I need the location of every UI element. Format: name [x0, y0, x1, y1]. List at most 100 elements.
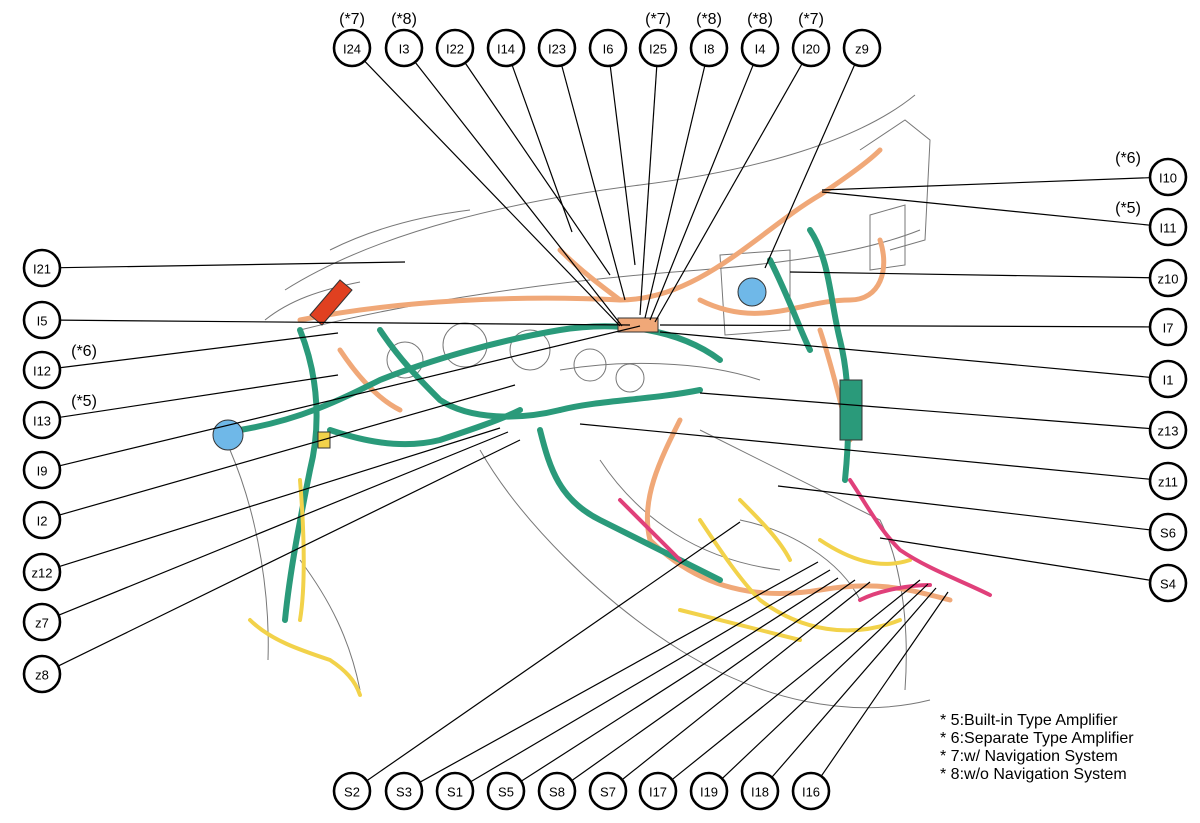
callout-label: I24 [343, 42, 361, 57]
callout-note: (*8) [747, 11, 773, 28]
leader-s5 [520, 577, 839, 782]
callout-i13[interactable]: I13(*5) [22, 393, 97, 440]
callout-i24[interactable]: I24 (*7) [332, 11, 372, 68]
callout-i18[interactable]: I18 [740, 771, 780, 811]
callout-s5[interactable]: S5 [486, 771, 526, 811]
callout-circle [22, 300, 62, 340]
leader-s8 [571, 579, 856, 782]
callout-circle [1148, 207, 1188, 247]
callout-label: S1 [447, 785, 463, 800]
callout-i3[interactable]: I3(*8) [384, 11, 424, 68]
callout-label: z13 [1158, 424, 1179, 439]
callout-circle [791, 28, 831, 68]
callout-z8[interactable]: z8 [22, 654, 62, 694]
leader-i12 [59, 332, 339, 369]
callout-i2[interactable]: I2 [22, 500, 62, 540]
leader-i7 [659, 324, 1151, 328]
callout-label: I14 [497, 42, 515, 57]
legend: * 5:Built-in Type Amplifier * 6:Separate… [940, 712, 1134, 783]
callout-i25[interactable]: I25(*7) [638, 11, 678, 68]
callout-label: I17 [649, 785, 667, 800]
callout-circle [689, 771, 729, 811]
leader-i13 [59, 374, 339, 418]
callout-label: I18 [751, 785, 769, 800]
callout-i16[interactable]: I16 [791, 771, 831, 811]
callout-z11[interactable]: z11 [1148, 461, 1188, 501]
leader-i17 [671, 579, 921, 781]
callout-s3[interactable]: S3 [384, 771, 424, 811]
callout-i14[interactable]: I14 [486, 28, 526, 68]
callout-circle [1148, 512, 1188, 552]
callout-label: z7 [35, 616, 49, 631]
callout-i21[interactable]: I21 [22, 248, 62, 288]
callout-z10[interactable]: z10 [1148, 258, 1188, 298]
callout-circle [22, 654, 62, 694]
callout-circle [588, 28, 628, 68]
callout-circle [22, 450, 62, 490]
callout-circle [1148, 258, 1188, 298]
callout-circle [740, 771, 780, 811]
callout-circle [791, 771, 831, 811]
callout-s2[interactable]: S2 [332, 771, 372, 811]
callout-z13[interactable]: z13 [1148, 410, 1188, 450]
leader-i20 [654, 63, 803, 323]
callout-label: I13 [33, 414, 51, 429]
callout-s4[interactable]: S4 [1148, 563, 1188, 603]
red-bracket [309, 279, 353, 326]
callout-note: (*6) [71, 343, 97, 360]
leader-i11 [821, 191, 1151, 226]
callout-circle [1148, 307, 1188, 347]
callout-label: z10 [1158, 272, 1179, 287]
callout-i23[interactable]: I23 [537, 28, 577, 68]
callout-i10[interactable]: I10(*6) [1115, 150, 1188, 197]
callout-z12[interactable]: z12 [22, 552, 62, 592]
callout-i11[interactable]: I11(*5) [1115, 200, 1188, 247]
callout-i4[interactable]: I4(*8) [740, 11, 780, 68]
callout-i19[interactable]: I19 [689, 771, 729, 811]
legend-line-5: * 5:Built-in Type Amplifier [940, 712, 1118, 729]
left-speaker [212, 419, 244, 451]
leader-s4 [879, 537, 1151, 581]
leader-i3 [414, 61, 623, 327]
callout-circle [384, 771, 424, 811]
callout-i8[interactable]: I8(*8) [689, 11, 729, 68]
leader-z12 [58, 427, 501, 568]
callout-i20[interactable]: I20(*7) [791, 11, 831, 68]
leader-i23 [561, 65, 626, 301]
callout-i9[interactable]: I9 [22, 450, 62, 490]
callout-circle [588, 771, 628, 811]
callout-s1[interactable]: S1 [435, 771, 475, 811]
leader-i8 [644, 65, 706, 319]
callout-label: I6 [603, 42, 614, 57]
callout-label: z9 [855, 42, 869, 57]
callout-i5[interactable]: I5 [22, 300, 62, 340]
leader-i1 [659, 331, 1151, 378]
callout-label: I9 [37, 464, 48, 479]
callout-i6[interactable]: I6 [588, 28, 628, 68]
callout-circle [1148, 410, 1188, 450]
callout-s8[interactable]: S8 [537, 771, 577, 811]
green-junction-block [839, 379, 863, 441]
leader-i5 [59, 319, 631, 326]
callout-label: I8 [704, 42, 715, 57]
callout-i1[interactable]: I1 [1148, 359, 1188, 399]
callout-i22[interactable]: I22 [435, 28, 475, 68]
callout-i17[interactable]: I17 [638, 771, 678, 811]
callout-label: I16 [802, 785, 820, 800]
callout-label: I7 [1163, 321, 1174, 336]
callout-i7[interactable]: I7 [1148, 307, 1188, 347]
callout-circle [486, 28, 526, 68]
callout-z7[interactable]: z7 [22, 602, 62, 642]
legend-line-8: * 8:w/o Navigation System [940, 766, 1127, 783]
callout-circle [537, 28, 577, 68]
callout-label: S4 [1160, 577, 1176, 592]
callout-s7[interactable]: S7 [588, 771, 628, 811]
callout-s6[interactable]: S6 [1148, 512, 1188, 552]
callout-note: (*7) [339, 11, 365, 28]
callout-circle [22, 500, 62, 540]
callout-label: I23 [548, 42, 566, 57]
leader-i2 [59, 384, 516, 516]
callout-z9[interactable]: z9 [842, 28, 882, 68]
callout-i12[interactable]: I12(*6) [22, 343, 97, 390]
